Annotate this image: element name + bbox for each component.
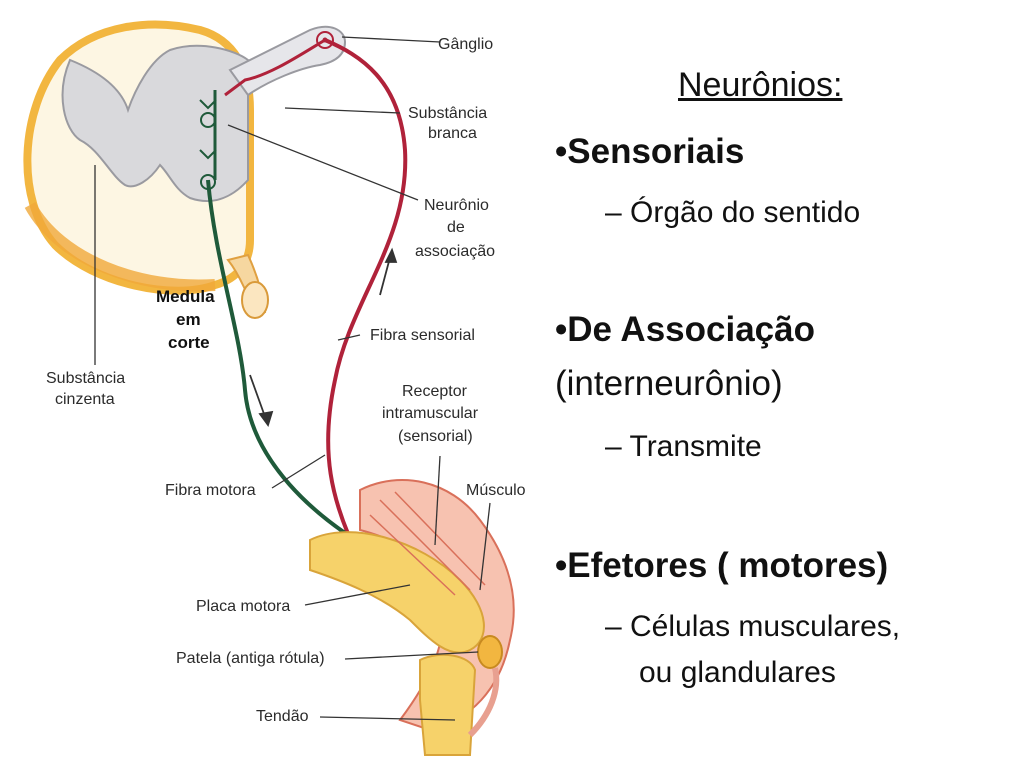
gray-matter [61, 44, 249, 202]
label-medula-2: em [176, 310, 201, 329]
motor-neuron-cell [200, 174, 216, 190]
label-receptor-2: intramuscular [382, 405, 479, 422]
spinal-cord-lower-edge [24, 201, 216, 292]
bullet-de-associacao: •De Associação [555, 310, 815, 349]
bullet-efetores: •Efetores ( motores) [555, 546, 889, 585]
label-medula-3: corte [168, 333, 210, 352]
label-fibra-motora: Fibra motora [165, 482, 256, 499]
label-patela: Patela (antiga rótula) [176, 650, 325, 667]
association-neurons [199, 90, 217, 190]
label-placa-motora: Placa motora [196, 598, 290, 615]
leader-lines [94, 36, 491, 721]
muscle-fibers [369, 491, 486, 596]
tendon [467, 667, 500, 738]
nerve-root-end [241, 281, 269, 319]
sub-bullet-celulas-musculares: – Células musculares, [605, 610, 901, 643]
leg-section [309, 479, 515, 756]
ganglion-cell [316, 31, 334, 49]
bullet-interneuronio: (interneurônio) [555, 364, 783, 403]
bullet-sensoriais: •Sensoriais [555, 132, 745, 171]
label-neuronio-3: associação [415, 243, 495, 260]
label-neuronio-2: de [447, 219, 465, 236]
label-neuronio-1: Neurônio [424, 197, 489, 214]
sensory-fiber-central [224, 38, 326, 97]
label-receptor-1: Receptor [402, 383, 468, 400]
label-ganglio: Gânglio [438, 36, 493, 53]
patella [477, 635, 503, 669]
label-fibra-sensorial: Fibra sensorial [370, 327, 475, 344]
label-tendao: Tendão [256, 708, 309, 725]
label-receptor-3: (sensorial) [398, 428, 473, 445]
thigh-bone [309, 531, 485, 654]
association-neuron-cell [200, 112, 216, 128]
motor-fiber [206, 179, 421, 577]
label-medula-1: Medula [156, 287, 215, 306]
label-musculo: Músculo [466, 482, 526, 499]
shin-bone [419, 653, 477, 756]
direction-arrows [249, 247, 398, 427]
sub-bullet-transmite: – Transmite [605, 430, 762, 463]
spinal-cord-section [23, 20, 269, 319]
sub-bullet-ou-glandulares: ou glandulares [639, 656, 836, 689]
slide-title: Neurônios: [678, 66, 843, 104]
reflex-arc-diagram: Gânglio Substância branca Neurônio de as… [23, 20, 526, 756]
sub-bullet-orgao-do-sentido: – Órgão do sentido [605, 196, 861, 229]
label-substancia-cinzenta-1: Substância [46, 370, 125, 387]
label-substancia-cinzenta-2: cinzenta [55, 391, 115, 408]
label-substancia-branca-2: branca [428, 125, 477, 142]
label-substancia-branca-1: Substância [408, 105, 487, 122]
